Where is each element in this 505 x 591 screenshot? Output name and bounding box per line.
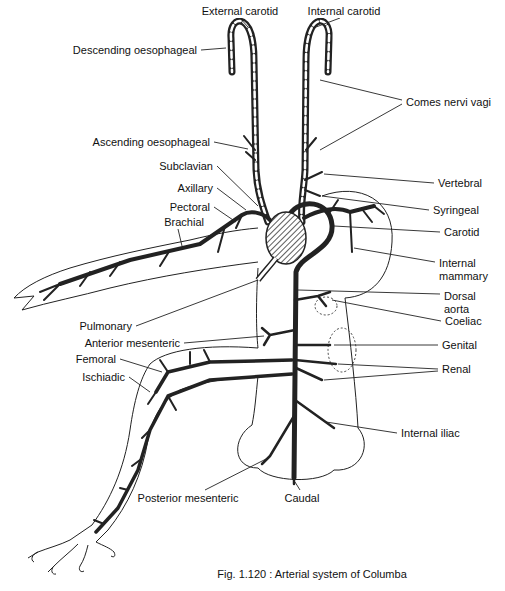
left-carotid (231, 21, 268, 222)
part-label: Renal (441, 363, 472, 376)
pulmonary-artery-core (258, 258, 276, 280)
part-label: Pulmonary (78, 320, 133, 333)
leader-line (205, 458, 268, 490)
part-label: Anterior mesenteric (84, 337, 181, 350)
leader-line (320, 80, 402, 100)
part-label: Coeliac (444, 315, 483, 328)
part-label: Posterior mesenteric (137, 492, 240, 505)
leader-line (217, 166, 258, 206)
neck-arteries (231, 21, 329, 222)
part-label: Axillary (177, 182, 214, 195)
leader-line (136, 280, 258, 326)
part-label: Internal iliac (400, 427, 461, 440)
part-label: Dorsal aorta (443, 290, 497, 316)
right-carotid (301, 21, 329, 222)
trunk-arteries (40, 200, 384, 532)
leader-line (334, 226, 440, 232)
part-label: Femoral (75, 353, 117, 366)
part-label: Genital (441, 339, 478, 352)
leader-line (334, 345, 438, 346)
leader-line (324, 371, 438, 380)
left-carotid-core (231, 21, 268, 222)
leader-line (316, 18, 340, 27)
kidney-outline (328, 328, 356, 372)
part-label: Ischiadic (81, 371, 126, 384)
leader-line (217, 188, 246, 210)
leader-line (120, 359, 162, 372)
foot-claws (28, 540, 115, 574)
leader-line (214, 142, 248, 149)
trunk-left (252, 268, 258, 425)
leader-line (326, 422, 397, 433)
part-label: Subclavian (158, 160, 214, 173)
right-carotid-core (301, 21, 329, 222)
body-outline (14, 191, 392, 574)
trunk-right (345, 298, 358, 428)
wing-branches (40, 215, 242, 300)
leader-line (354, 248, 435, 262)
cloaca-lobes (238, 425, 365, 480)
leg-branches (94, 396, 176, 524)
leader-line (324, 174, 434, 183)
part-label: Vertebral (437, 177, 483, 190)
right-wing-stub (322, 191, 392, 298)
leader-line (322, 196, 429, 210)
leader-line (295, 482, 300, 490)
heart (266, 212, 306, 264)
leader-line (201, 48, 226, 50)
part-label: Comes nervi vagi (405, 96, 492, 109)
part-label: Caudal (284, 492, 321, 505)
ischiadic-artery (96, 374, 292, 532)
femoral-branches (148, 350, 210, 404)
leader-line (214, 207, 236, 222)
visceral-branches (262, 292, 336, 484)
leader-line (320, 104, 402, 150)
part-label: Brachial (163, 216, 205, 229)
leader-line (298, 290, 440, 294)
part-label: Descending oesophageal (72, 44, 198, 57)
part-label: Pectoral (169, 201, 211, 214)
figure-caption: Fig. 1.120 : Arterial system of Columba (217, 568, 407, 581)
leader-line (332, 300, 441, 321)
leader-line (129, 377, 150, 392)
part-label: Syringeal (432, 204, 480, 217)
pulmonary-artery (258, 258, 276, 280)
part-label: External carotid (201, 5, 279, 18)
part-label: Carotid (443, 226, 480, 239)
part-label: Internal carotid (307, 5, 382, 18)
small-branches (244, 136, 322, 196)
leader-line (178, 229, 182, 246)
leader-line (338, 364, 438, 369)
part-label: Internal mammary (438, 257, 498, 283)
leader-line (184, 336, 264, 343)
leader-line (240, 18, 248, 27)
part-label: Ascending oesophageal (92, 136, 211, 149)
